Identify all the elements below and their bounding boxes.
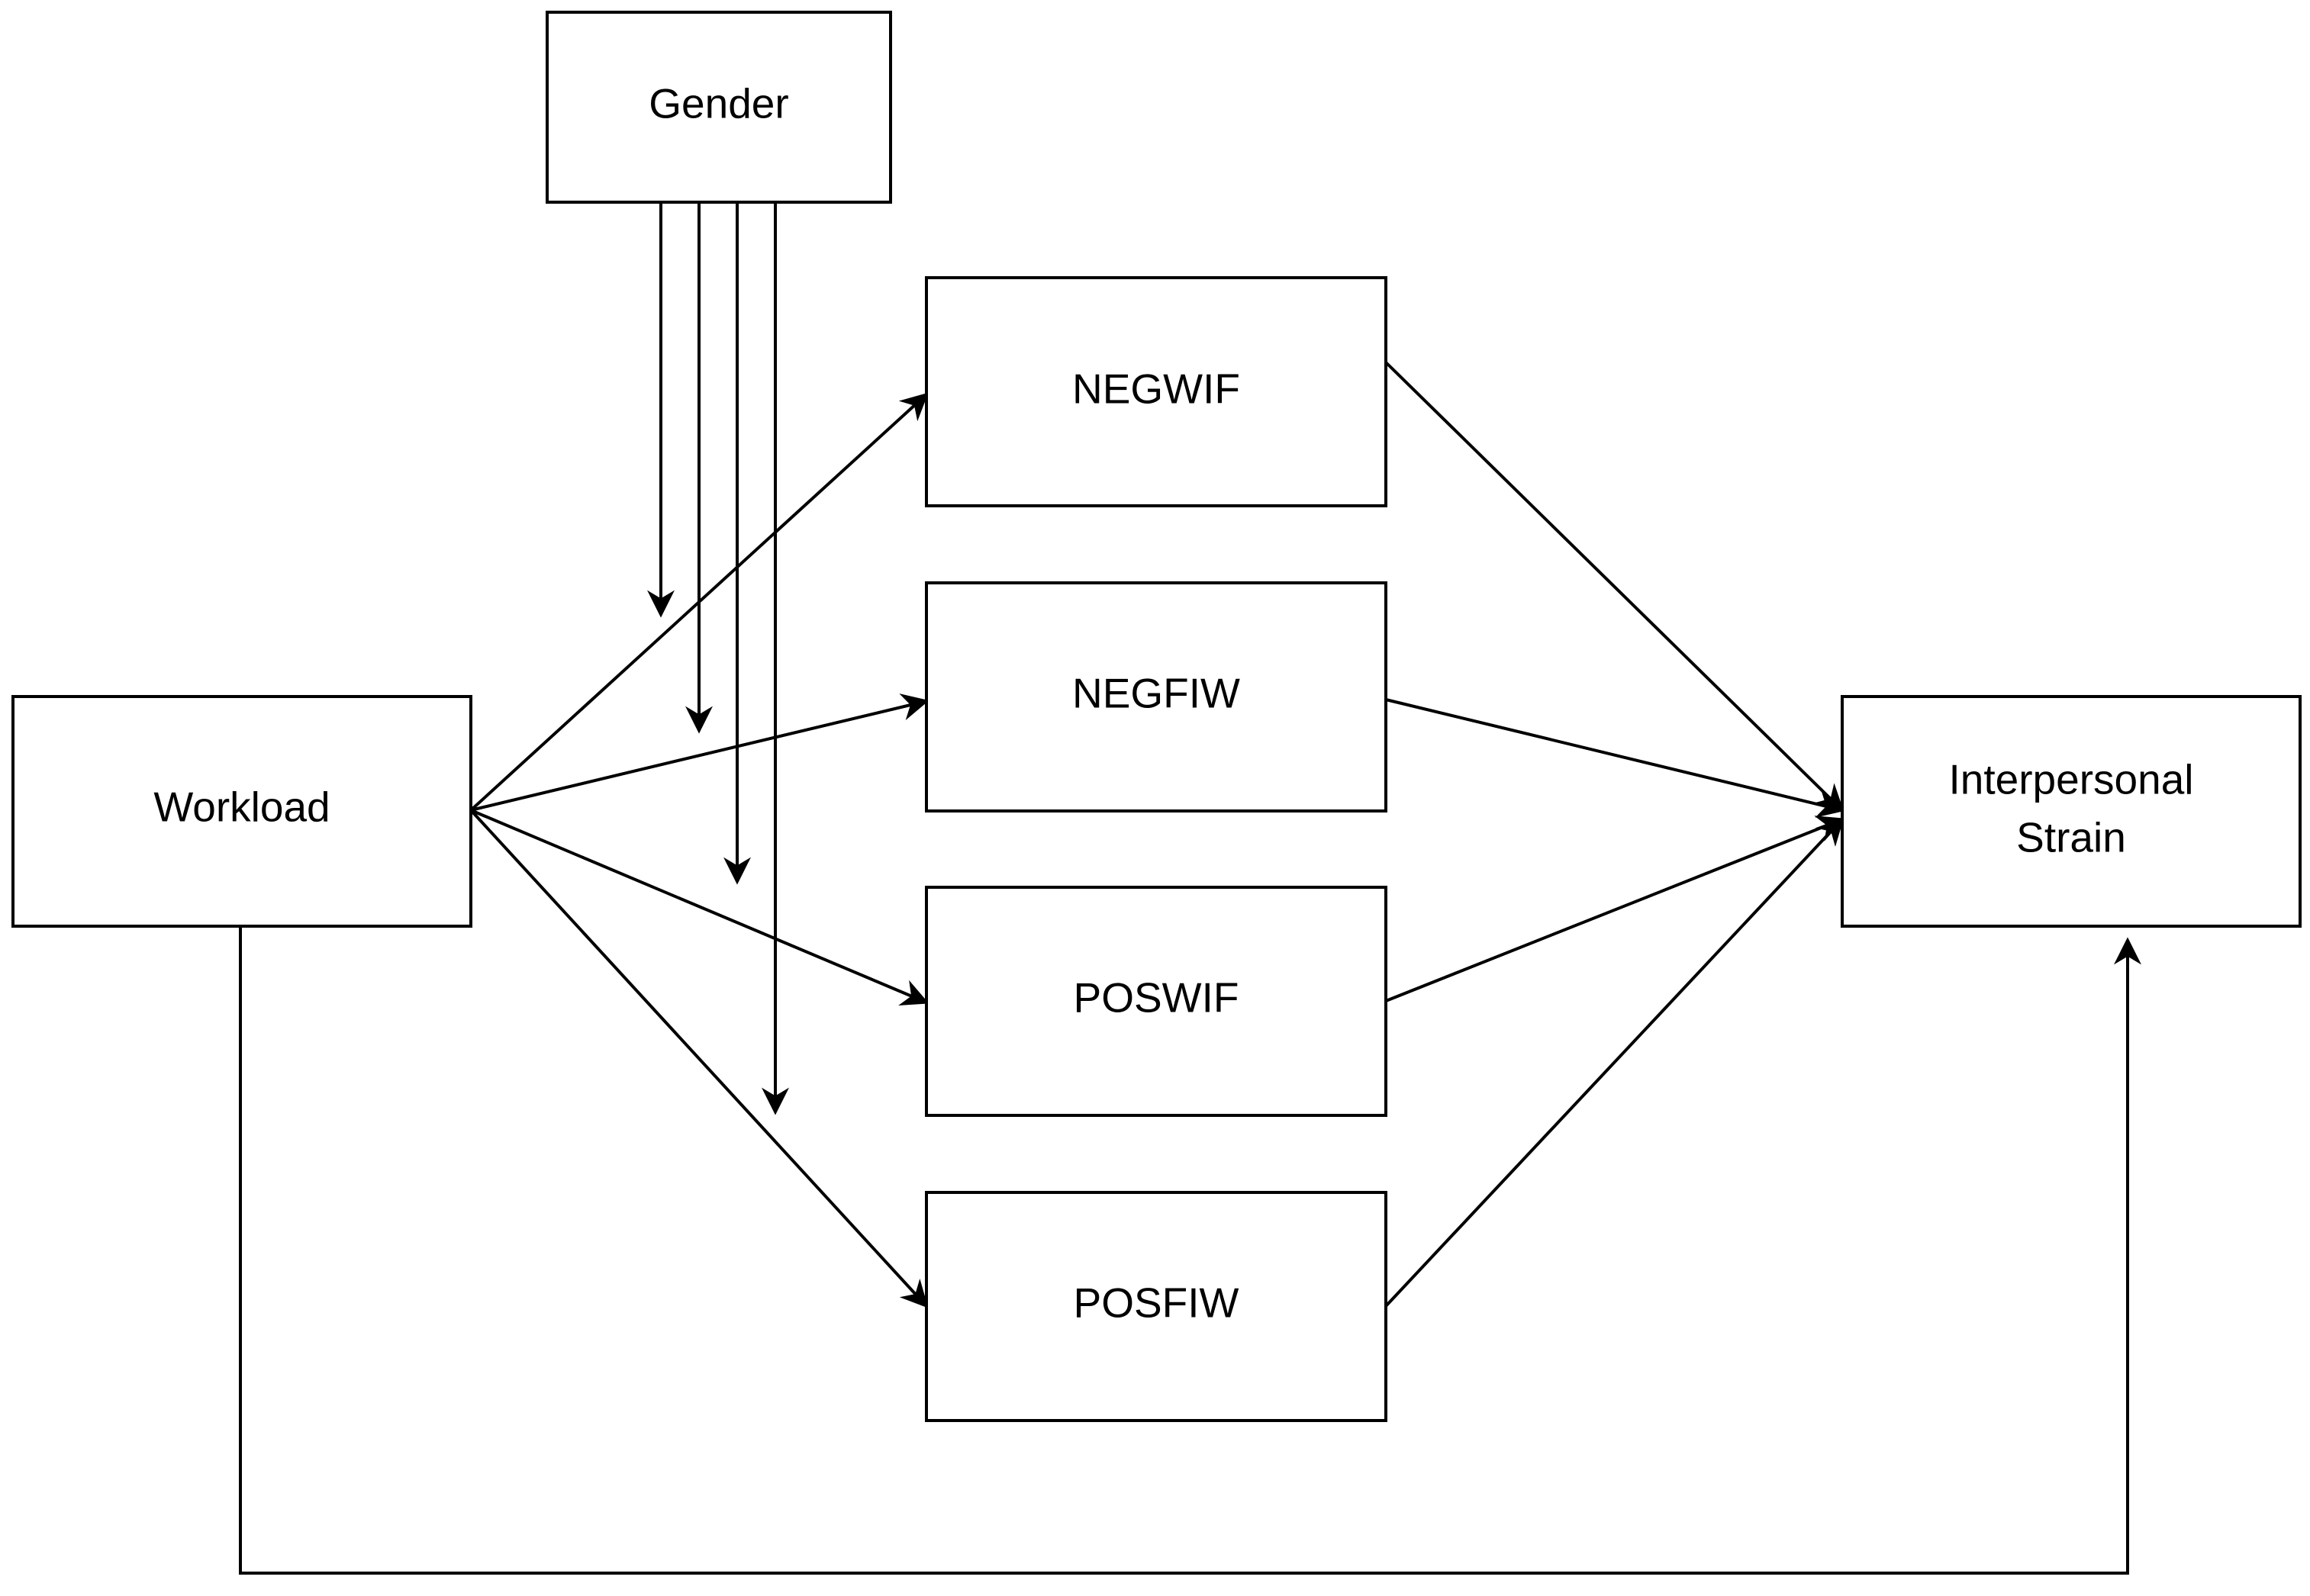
edge-poswif-strain — [1385, 816, 1845, 1002]
node-poswif-box — [925, 886, 1387, 1117]
node-gender: Gender — [546, 11, 892, 204]
edge-workload-poswif — [470, 809, 929, 1006]
node-posfiw-box — [925, 1191, 1387, 1422]
edge-posfiw-strain — [1384, 817, 1844, 1308]
node-workload: Workload — [11, 695, 472, 928]
node-interpersonal-strain-label-line2: Strain — [2016, 814, 2126, 861]
node-negfiw: NEGFIW — [925, 581, 1387, 812]
node-interpersonal-strain-label-line1: Interpersonal — [1948, 756, 2193, 803]
node-negwif: NEGWIF — [925, 276, 1387, 507]
node-poswif-label: POSWIF — [1074, 974, 1239, 1022]
node-negwif-label: NEGWIF — [1072, 365, 1240, 413]
node-posfiw-label: POSFIW — [1074, 1279, 1239, 1327]
edge-workload-negfiw — [470, 693, 929, 812]
edge-negfiw-strain — [1385, 698, 1845, 818]
node-posfiw: POSFIW — [925, 1191, 1387, 1422]
node-gender-label: Gender — [649, 80, 788, 127]
node-workload-box — [11, 695, 472, 928]
node-interpersonal-strain-box — [1841, 695, 2302, 928]
edge-workload-posfiw — [469, 809, 929, 1308]
node-negfiw-label: NEGFIW — [1072, 670, 1240, 717]
node-negwif-box — [925, 276, 1387, 507]
node-poswif: POSWIF — [925, 886, 1387, 1117]
node-workload-label: Workload — [153, 784, 330, 831]
edges — [239, 195, 2141, 1575]
node-interpersonal-strain: Interpersonal Strain — [1841, 695, 2302, 928]
edge-workload-strain-direct — [239, 926, 2141, 1575]
node-negfiw-box — [925, 581, 1387, 812]
edge-negwif-strain — [1384, 361, 1844, 812]
node-gender-box — [546, 11, 892, 204]
